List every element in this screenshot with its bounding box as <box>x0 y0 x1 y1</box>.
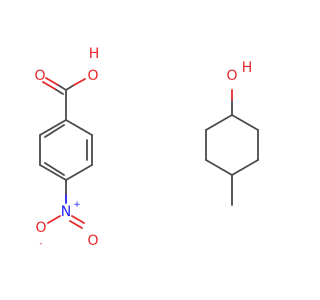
bond-n-o-double-2 <box>69 220 83 229</box>
bond-carbonyl-o-dark-2 <box>54 88 64 95</box>
ring-bond-6 <box>39 119 67 136</box>
cyclohexane-bond-1 <box>231 114 259 131</box>
structure-canvas: O O H N + O - O O H <box>34 46 259 249</box>
ring-bond-3 <box>65 164 93 181</box>
ring-double-2 <box>44 162 65 176</box>
bond-carbonyl-o-red-2 <box>42 81 56 90</box>
nitro-nitrogen-charge: + <box>73 200 81 210</box>
nitro-oxygen-single-charge: - <box>39 239 42 249</box>
ring-bond-4 <box>39 164 67 181</box>
carboxyl-oxygen-label: O <box>34 68 45 84</box>
alcohol-hydrogen-label: H <box>242 60 253 76</box>
bond-hydroxyl-o-red <box>73 78 86 86</box>
ring-bond-1 <box>65 119 93 136</box>
bond-n-o-single <box>47 215 61 224</box>
nitro-oxygen-single-label: O <box>35 220 46 236</box>
ring-double-3 <box>44 124 65 138</box>
methylcyclohexanol-structure: O H <box>205 60 259 206</box>
cyclohexane-bond-6 <box>205 114 233 131</box>
hydroxyl-hydrogen-label: H <box>89 46 100 62</box>
bond-n-o-double-1 <box>71 215 85 224</box>
bond-carbonyl-o-red <box>45 77 59 86</box>
nitro-nitrogen-label: N <box>61 204 71 220</box>
cyclohexane-bond-3 <box>231 159 259 176</box>
bond-carbonyl-o-dark <box>57 84 67 91</box>
nitro-oxygen-double-label: O <box>87 233 98 249</box>
cyclohexane-bond-4 <box>205 159 233 176</box>
hydroxyl-oxygen-label: O <box>87 68 98 84</box>
nitrobenzoic-acid-structure: O O H N + O - O <box>34 46 99 249</box>
bond-hydroxyl-o-dark <box>65 84 75 91</box>
alcohol-oxygen-label: O <box>226 68 237 84</box>
